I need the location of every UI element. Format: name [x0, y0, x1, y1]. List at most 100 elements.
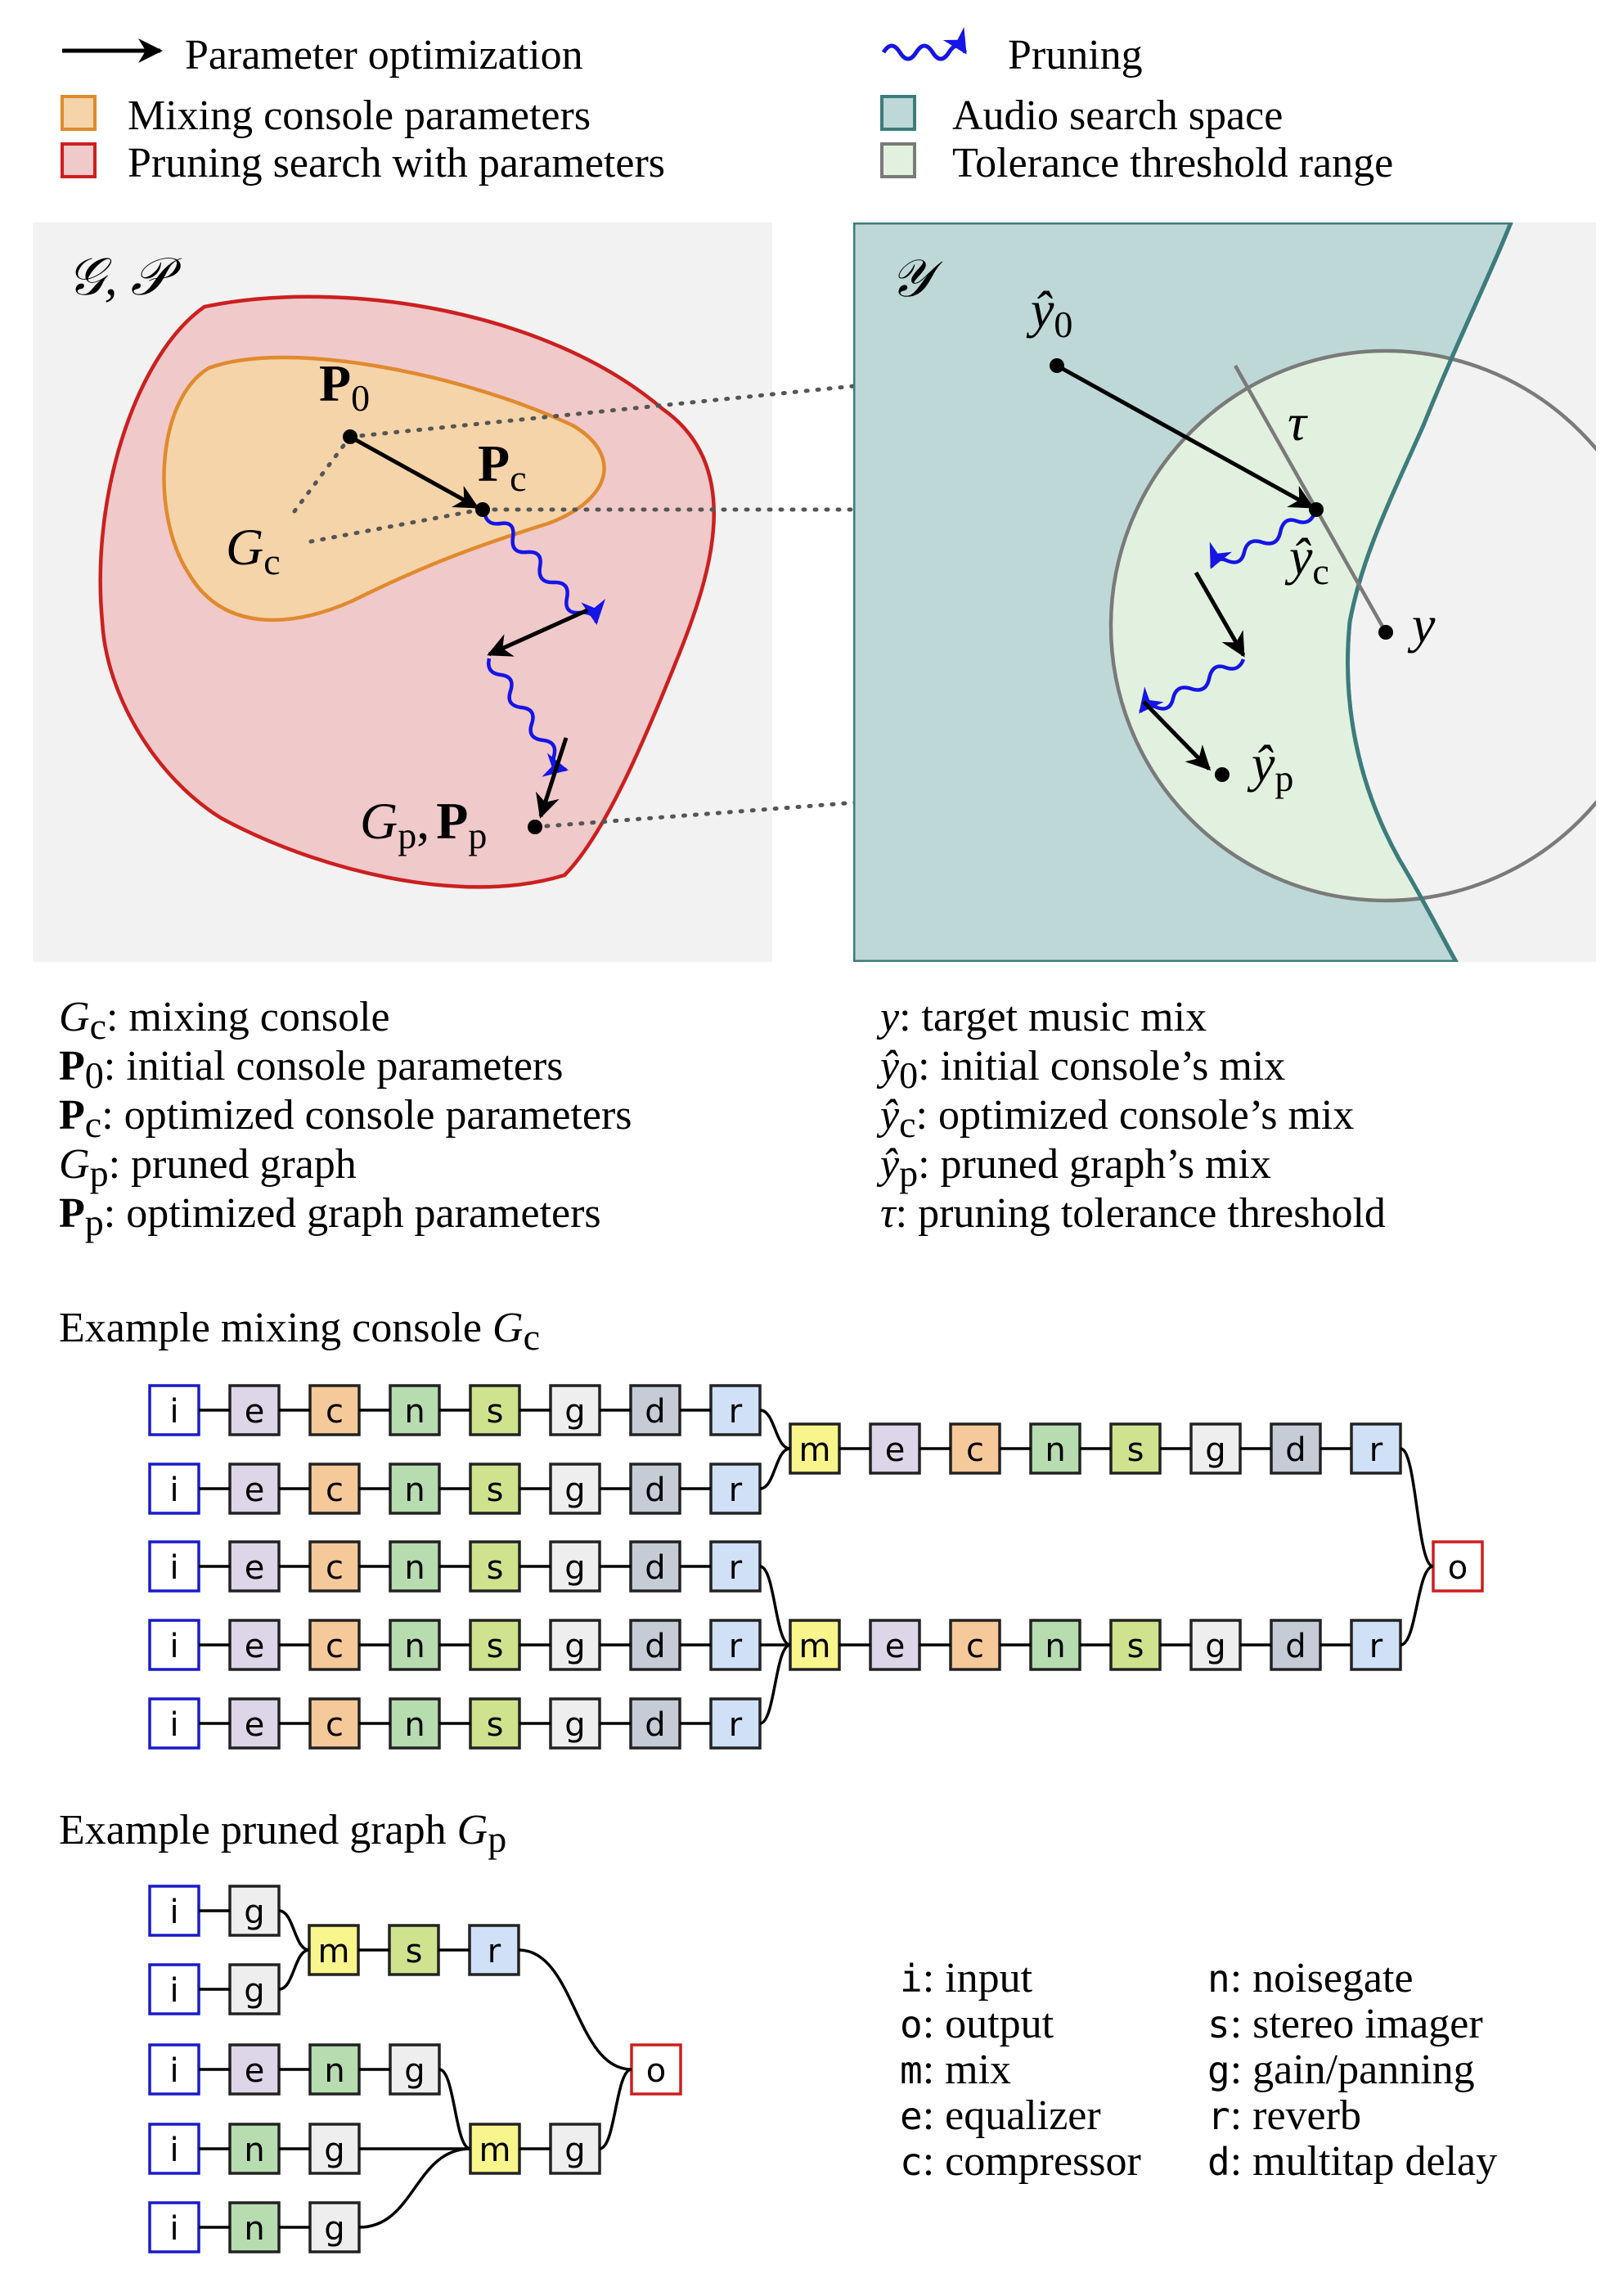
tolerance-circle-edge — [1108, 348, 1596, 903]
svg-text:i: i — [169, 1628, 178, 1665]
console-mixchain1-m: m — [789, 1422, 841, 1475]
console-row2-n: n — [389, 1463, 441, 1515]
svg-text:i: i — [169, 1894, 178, 1931]
svg-text:d: d — [645, 1393, 665, 1431]
svg-text:c: c — [326, 1628, 344, 1665]
svg-text:e: e — [245, 1706, 265, 1744]
tolerance-swatch — [880, 142, 916, 178]
prune-wavy-arrow-1 — [482, 510, 606, 625]
console-output: o — [1432, 1540, 1484, 1593]
definition-left-item: Pc: optimized console parameters — [59, 1092, 632, 1145]
console-row5-s: s — [469, 1697, 521, 1750]
console-mixchain2-e: e — [869, 1619, 921, 1671]
mixing-params-swatch — [61, 95, 97, 131]
console-row3-r: r — [709, 1540, 762, 1593]
svg-text:d: d — [645, 1472, 665, 1509]
definition-right-item: ŷp: pruned graph’s mix — [876, 1141, 1271, 1194]
svg-text:i: i — [169, 1706, 178, 1744]
svg-text:d: d — [645, 1628, 665, 1665]
svg-text:i: i — [169, 2132, 178, 2169]
svg-text:o: o — [646, 2052, 666, 2090]
node-legend-item: i: input — [900, 1955, 1033, 2002]
console-mixchain1-c: c — [949, 1422, 1001, 1475]
svg-text:e: e — [885, 1628, 906, 1665]
svg-text:g: g — [1205, 1628, 1225, 1665]
legend-tolerance: Tolerance threshold range — [952, 140, 1393, 186]
node-legend-item: o: output — [900, 2001, 1054, 2047]
y0-yc-arrow — [1055, 363, 1315, 510]
svg-text:s: s — [487, 1706, 504, 1744]
y0-label: ŷ0 — [1026, 281, 1072, 345]
svg-text:r: r — [729, 1706, 743, 1744]
svg-text:g: g — [404, 2052, 425, 2090]
left-panel-title: 𝒢, 𝒫 — [67, 248, 182, 306]
yp-point — [1215, 767, 1230, 782]
prune-step-arrow-1 — [487, 608, 589, 657]
gp-pp-label: Gp,Pp — [360, 792, 487, 856]
yp-label: ŷp — [1247, 735, 1293, 799]
legend-pruning: Pruning — [1008, 32, 1143, 79]
svg-text:g: g — [324, 2210, 344, 2248]
p0-y0-dotted-line — [348, 363, 1059, 439]
pruned-mixchain2-g: g — [549, 2123, 601, 2175]
svg-text:m: m — [479, 2132, 511, 2169]
y-point — [1378, 625, 1393, 640]
svg-text:d: d — [645, 1549, 665, 1587]
svg-text:m: m — [799, 1628, 831, 1665]
yc-point — [1309, 502, 1324, 517]
svg-text:o: o — [1448, 1549, 1468, 1587]
console-row2-c: c — [308, 1463, 361, 1515]
legend-pruning-search: Pruning search with parameters — [128, 140, 665, 186]
svg-text:n: n — [404, 1549, 425, 1587]
prune-wavy-arrow-r2 — [1139, 658, 1246, 714]
svg-text:e: e — [245, 1549, 265, 1587]
node-legend-item: s: stereo imager — [1207, 2001, 1483, 2047]
svg-text:g: g — [244, 1894, 264, 1931]
svg-text:r: r — [729, 1472, 743, 1509]
svg-text:r: r — [1369, 1431, 1383, 1469]
svg-text:i: i — [169, 1549, 178, 1587]
svg-text:e: e — [885, 1431, 906, 1469]
pruned-row4-g: g — [308, 2123, 361, 2175]
gp-point — [528, 820, 542, 834]
console-row5-i: i — [148, 1697, 200, 1750]
pruned-row4-n: n — [228, 2123, 281, 2175]
y0-point — [1050, 358, 1064, 373]
legend-param-opt: Parameter optimization — [185, 32, 583, 79]
p0-pc-arrow — [348, 434, 479, 510]
node-legend-item: r: reverb — [1207, 2092, 1361, 2139]
legend-audio-space: Audio search space — [952, 92, 1283, 139]
gc-label: Gc — [226, 518, 281, 582]
svg-text:g: g — [564, 2132, 585, 2169]
svg-text:r: r — [1369, 1628, 1383, 1665]
pruned-output: o — [630, 2043, 682, 2096]
left-panel: 𝒢, 𝒫 P0 Pc Gc Gp,Pp — [33, 222, 1319, 962]
console-title: Example mixing console Gc — [59, 1305, 540, 1358]
definition-left-item: P0: initial console parameters — [59, 1043, 563, 1096]
pruning-search-swatch — [61, 142, 97, 178]
svg-text:d: d — [645, 1706, 665, 1744]
console-mixchain1-d: d — [1270, 1422, 1322, 1475]
svg-text:g: g — [564, 1628, 585, 1665]
pruned-row1-g: g — [228, 1885, 281, 1937]
pruned-row5-i: i — [148, 2201, 200, 2253]
console-row2-i: i — [148, 1463, 200, 1515]
console-row2-r: r — [709, 1463, 762, 1515]
pruned-row3-e: e — [228, 2043, 281, 2096]
svg-text:i: i — [169, 1972, 178, 2010]
svg-text:g: g — [244, 1972, 264, 2010]
svg-text:n: n — [244, 2210, 264, 2248]
node-legend-item: e: equalizer — [900, 2092, 1101, 2139]
console-row1-r: r — [709, 1384, 762, 1436]
node-legend-item: n: noisegate — [1207, 1955, 1414, 2002]
legend-mixing-params: Mixing console parameters — [128, 92, 591, 139]
node-legend-item: d: multitap delay — [1207, 2138, 1497, 2185]
svg-text:g: g — [564, 1472, 585, 1509]
svg-text:i: i — [169, 2210, 178, 2248]
audio-space-boundary — [1346, 222, 1513, 962]
svg-text:c: c — [326, 1549, 344, 1587]
